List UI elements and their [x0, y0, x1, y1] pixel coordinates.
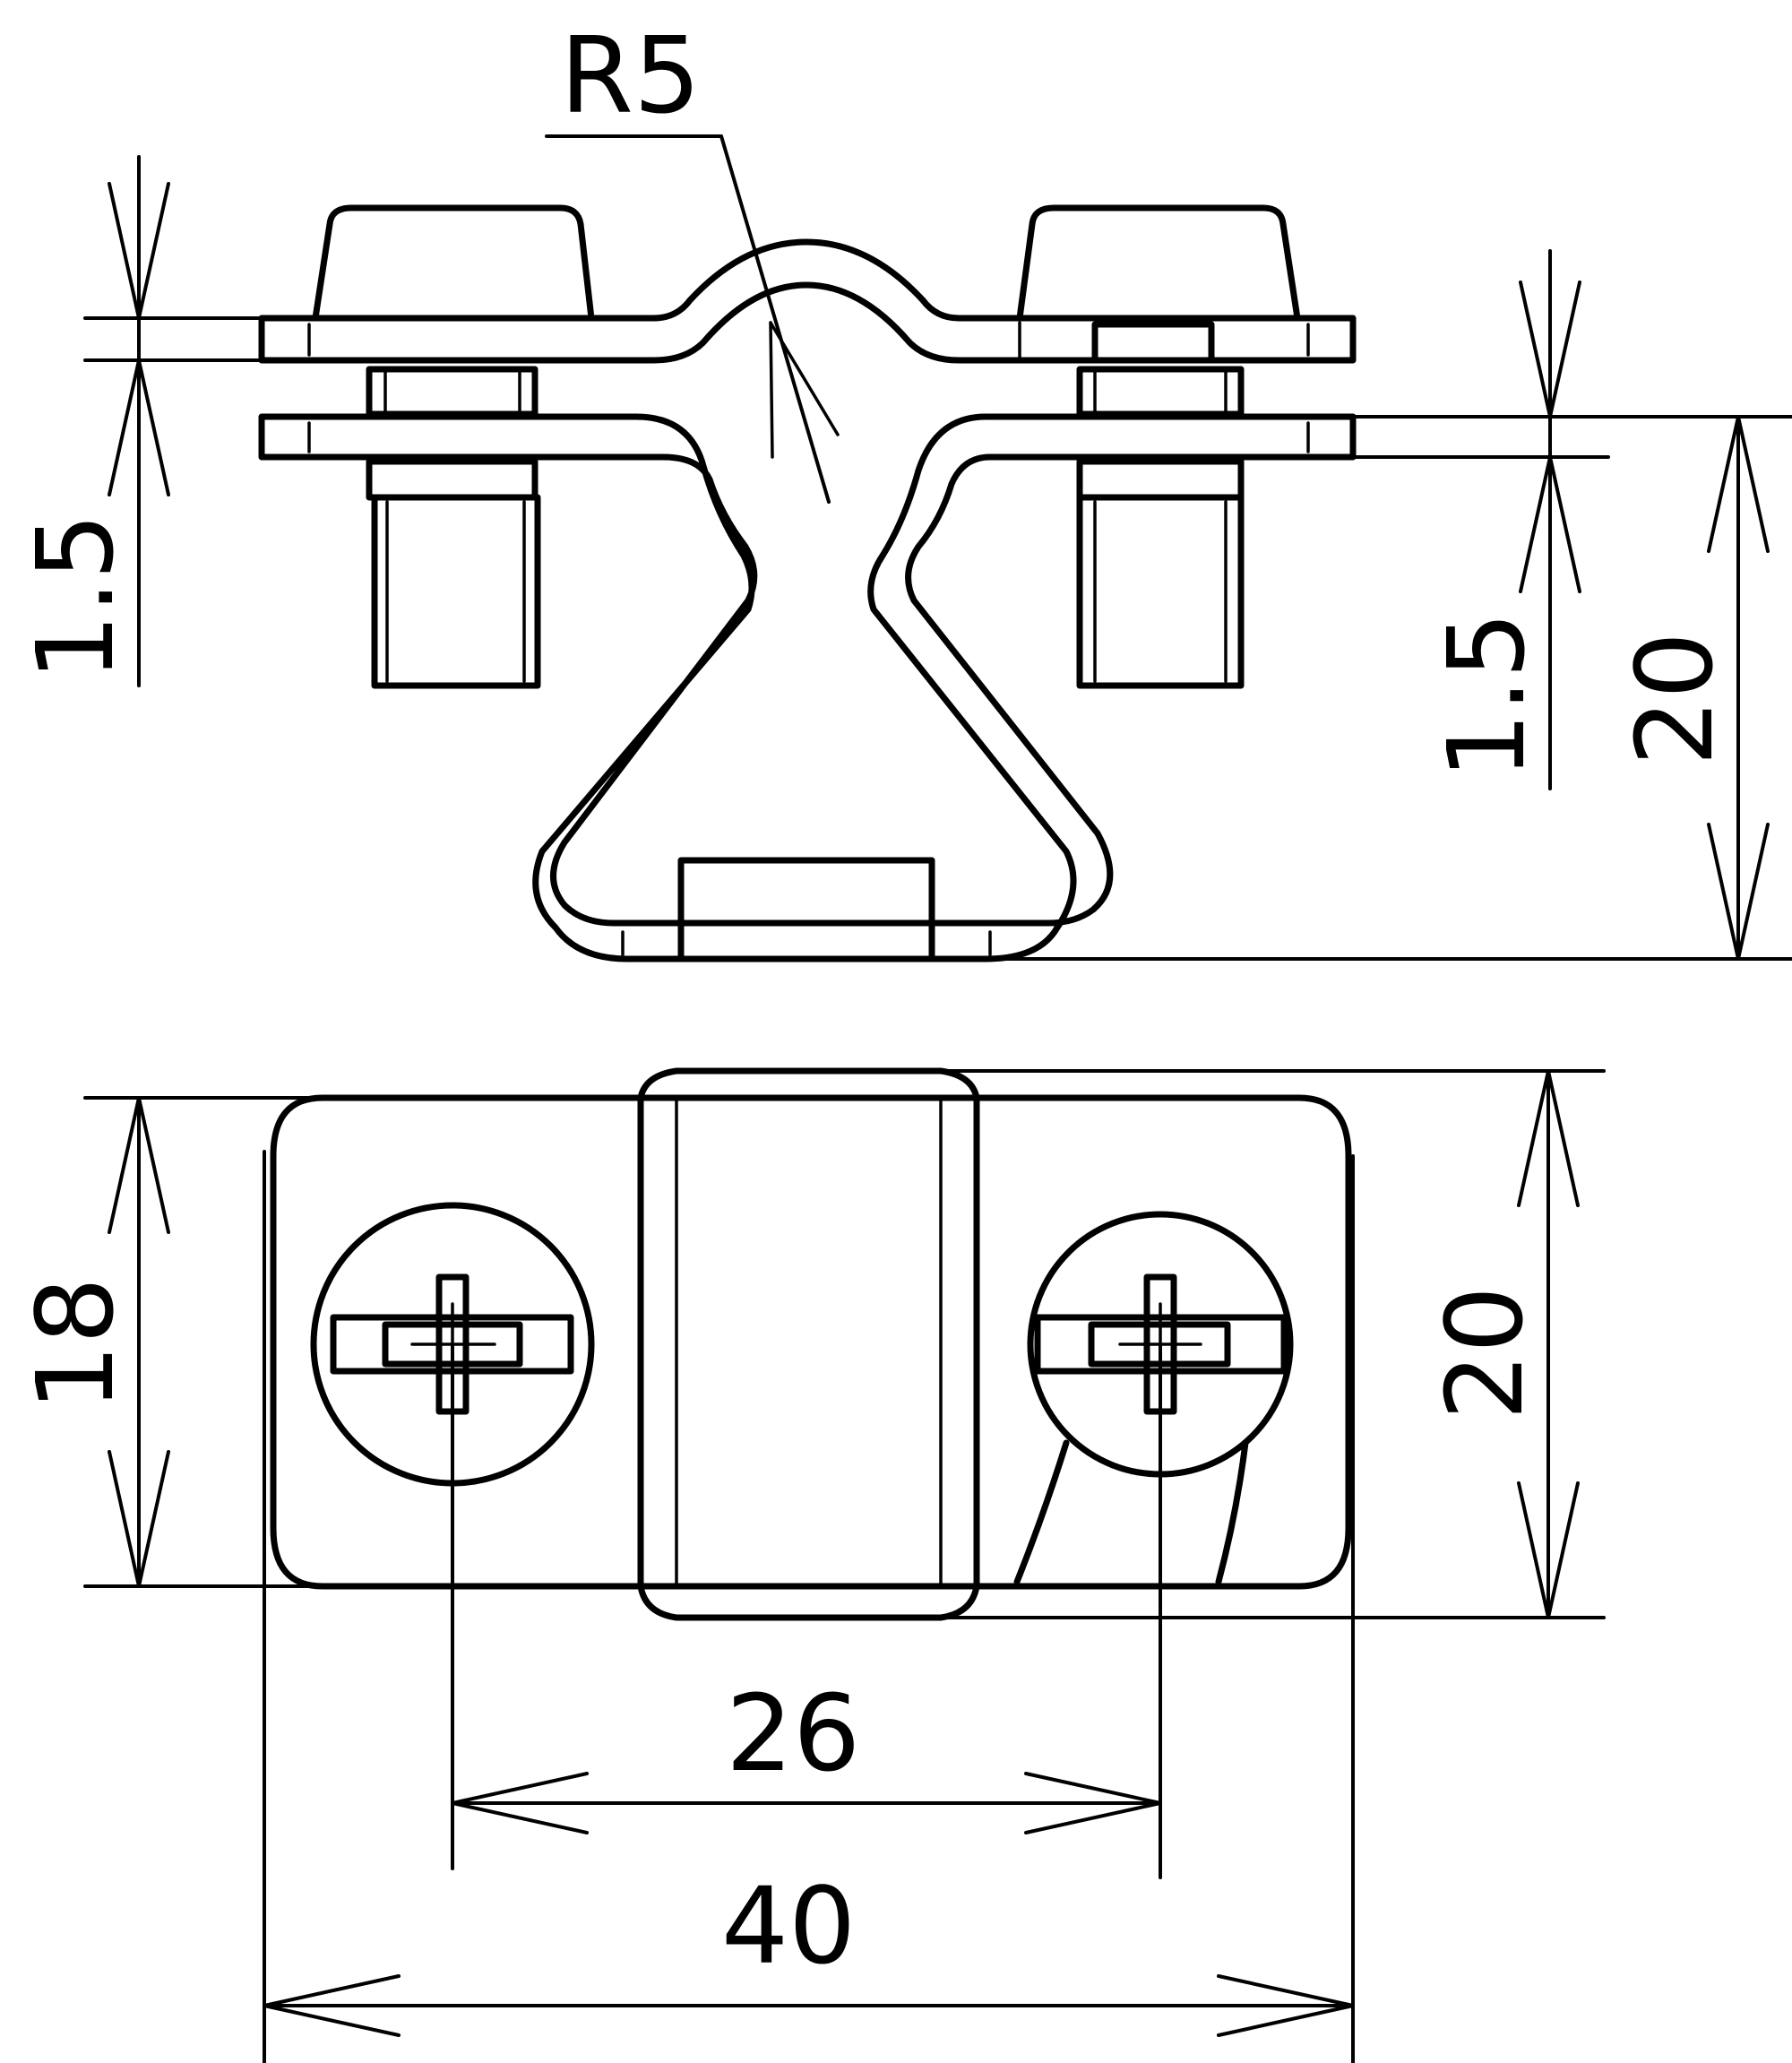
depth-label: 18 [13, 1277, 137, 1411]
right-nut-block [1091, 321, 1215, 364]
right-bolt-body [1076, 494, 1245, 689]
top-thickness-label: 1.5 [13, 513, 137, 681]
left-bolt-collar [366, 458, 538, 501]
radius-label: R5 [560, 13, 701, 137]
upper-clamp-plate [258, 238, 1357, 364]
right-screw-head [1016, 204, 1301, 322]
left-bolt-body [371, 494, 541, 689]
base-plate [270, 1094, 1352, 1590]
bottom-block [677, 857, 935, 962]
side-height-label: 20 [1613, 632, 1736, 766]
left-screw-head [312, 204, 595, 322]
right-thickness-label: 1.5 [1425, 611, 1548, 780]
top-view: 18 20 26 40 [13, 1067, 1606, 2063]
screw-spacing-label: 26 [726, 1671, 860, 1795]
side-view: R5 1.5 1.5 20 [13, 13, 1792, 962]
right-screw-shank [1076, 366, 1245, 418]
lower-clamp-loop [258, 413, 1357, 962]
right-bolt-collar [1076, 458, 1245, 501]
center-strap [637, 1067, 980, 1621]
overall-length-label: 40 [721, 1864, 856, 1988]
right-screw [1013, 1211, 1294, 1585]
left-screw-shank [366, 366, 538, 418]
top-width-label: 20 [1423, 1286, 1546, 1420]
